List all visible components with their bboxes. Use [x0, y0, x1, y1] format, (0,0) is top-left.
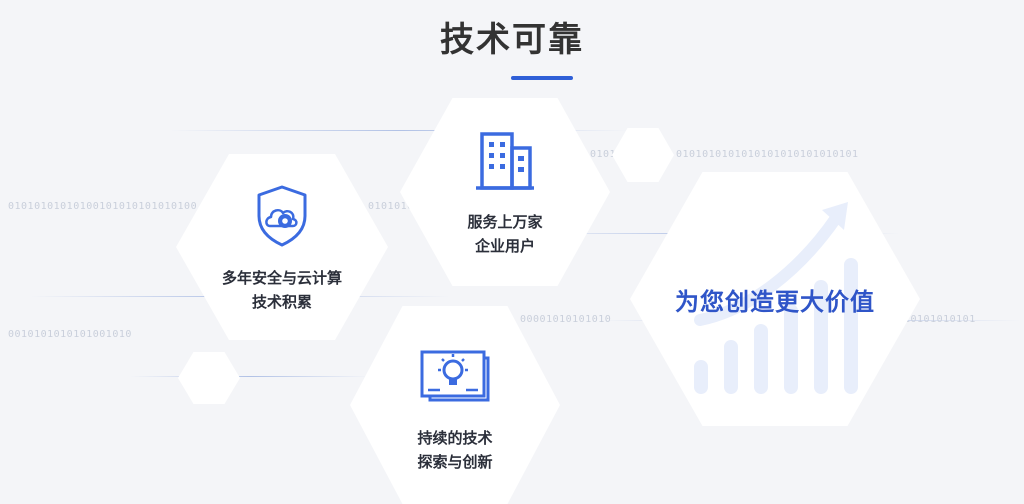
hexagon-enterprise-label: 服务上万家 企业用户	[467, 213, 543, 255]
hexagon-value-label: 为您创造更大价值	[675, 287, 875, 316]
hexagon-security-label: 多年安全与云计算 技术积累	[221, 269, 342, 311]
guide-line	[130, 376, 370, 377]
binary-string: 01010101010100101010101010100	[8, 201, 198, 212]
hexagon-innovation: 持续的技术 探索与创新	[350, 306, 560, 504]
guide-line	[170, 130, 630, 131]
binary-string: 010101010	[368, 201, 427, 212]
decorative-hexagon	[612, 128, 674, 182]
growth-bar-chart-icon	[690, 200, 870, 400]
title-underline	[511, 76, 573, 80]
office-building-icon	[472, 130, 538, 192]
lightbulb-idea-icon	[418, 346, 492, 404]
hexagon-innovation-label: 持续的技术 探索与创新	[417, 429, 493, 471]
hexagon-value: 为您创造更大价值	[630, 172, 920, 426]
cloud-shield-gear-icon	[255, 184, 309, 248]
binary-string: 0101010101010101010101010101	[676, 149, 859, 160]
decorative-hexagon	[178, 352, 240, 404]
binary-string: 0010101010101001010	[8, 329, 132, 340]
section-title: 技术可靠	[440, 20, 584, 60]
hexagon-enterprise: 服务上万家 企业用户	[400, 98, 610, 286]
binary-string: 10101010101	[904, 314, 976, 325]
binary-string: 00001010101010	[520, 314, 612, 325]
hexagon-security: 多年安全与云计算 技术积累	[176, 154, 388, 340]
